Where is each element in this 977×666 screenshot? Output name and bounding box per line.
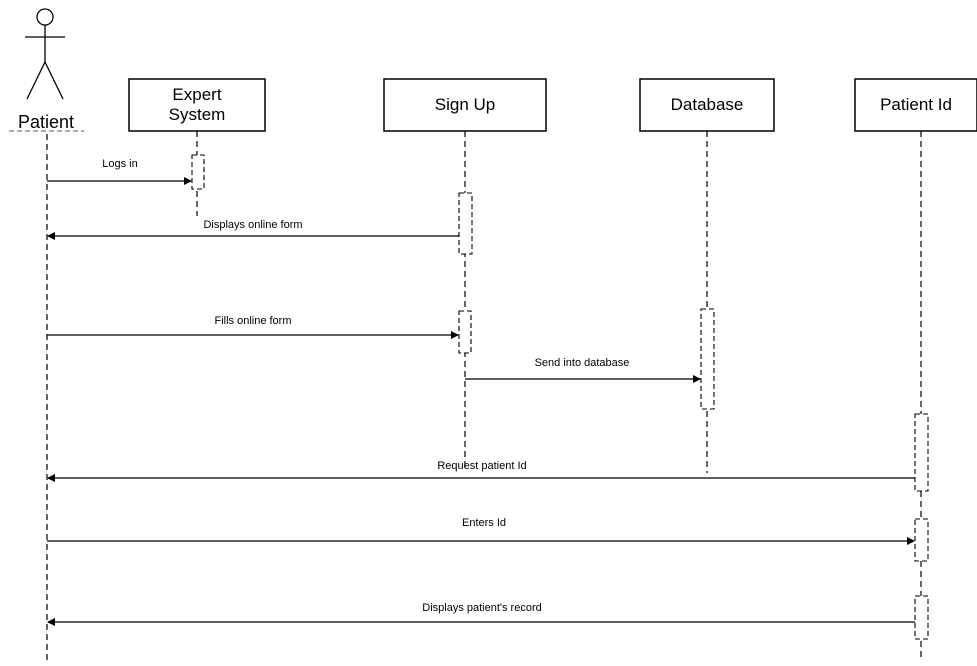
activation-bars bbox=[191, 154, 929, 640]
expert-system-label: Expert System bbox=[169, 85, 226, 125]
message-arrows bbox=[47, 177, 915, 626]
message-label-send-into-database: Send into database bbox=[534, 357, 630, 369]
message-label-displays-online-form: Displays online form bbox=[203, 219, 303, 231]
lifeline-boxes bbox=[128, 78, 977, 132]
patientid-label-line-1: Patient Id bbox=[880, 95, 952, 114]
expert-system-box bbox=[128, 78, 266, 132]
lifelines bbox=[46, 131, 922, 661]
patient-actor-figure bbox=[25, 8, 65, 100]
patient-actor-label: Patient bbox=[17, 112, 75, 132]
patientid-activation-1 bbox=[914, 413, 929, 492]
expert-activation bbox=[191, 154, 205, 190]
database-activation bbox=[700, 308, 715, 410]
database-box bbox=[639, 78, 775, 132]
database-label: Database bbox=[671, 95, 744, 115]
database-label-line-1: Database bbox=[670, 95, 744, 114]
message-label-displays-patients-record: Displays patient's record bbox=[422, 602, 542, 614]
message-label-request-patient-id: Request patient Id bbox=[437, 460, 527, 472]
patientid-label: Patient Id bbox=[880, 95, 952, 115]
message-label-enters-id: Enters Id bbox=[461, 517, 507, 529]
expert-system-label-line-2: System bbox=[168, 105, 226, 124]
signup-activation-2 bbox=[458, 310, 472, 354]
patientid-activation-2 bbox=[914, 518, 929, 562]
expert-system-label-line-1: Expert bbox=[172, 85, 222, 104]
signup-activation-1 bbox=[458, 192, 473, 255]
signup-box bbox=[383, 78, 547, 132]
message-label-fills-online-form: Fills online form bbox=[214, 315, 292, 327]
patientid-box bbox=[854, 78, 977, 132]
patientid-activation-3 bbox=[914, 595, 929, 640]
signup-label-line-1: Sign Up bbox=[434, 95, 496, 114]
signup-label: Sign Up bbox=[435, 95, 495, 115]
message-label-logs-in: Logs in bbox=[102, 158, 138, 170]
